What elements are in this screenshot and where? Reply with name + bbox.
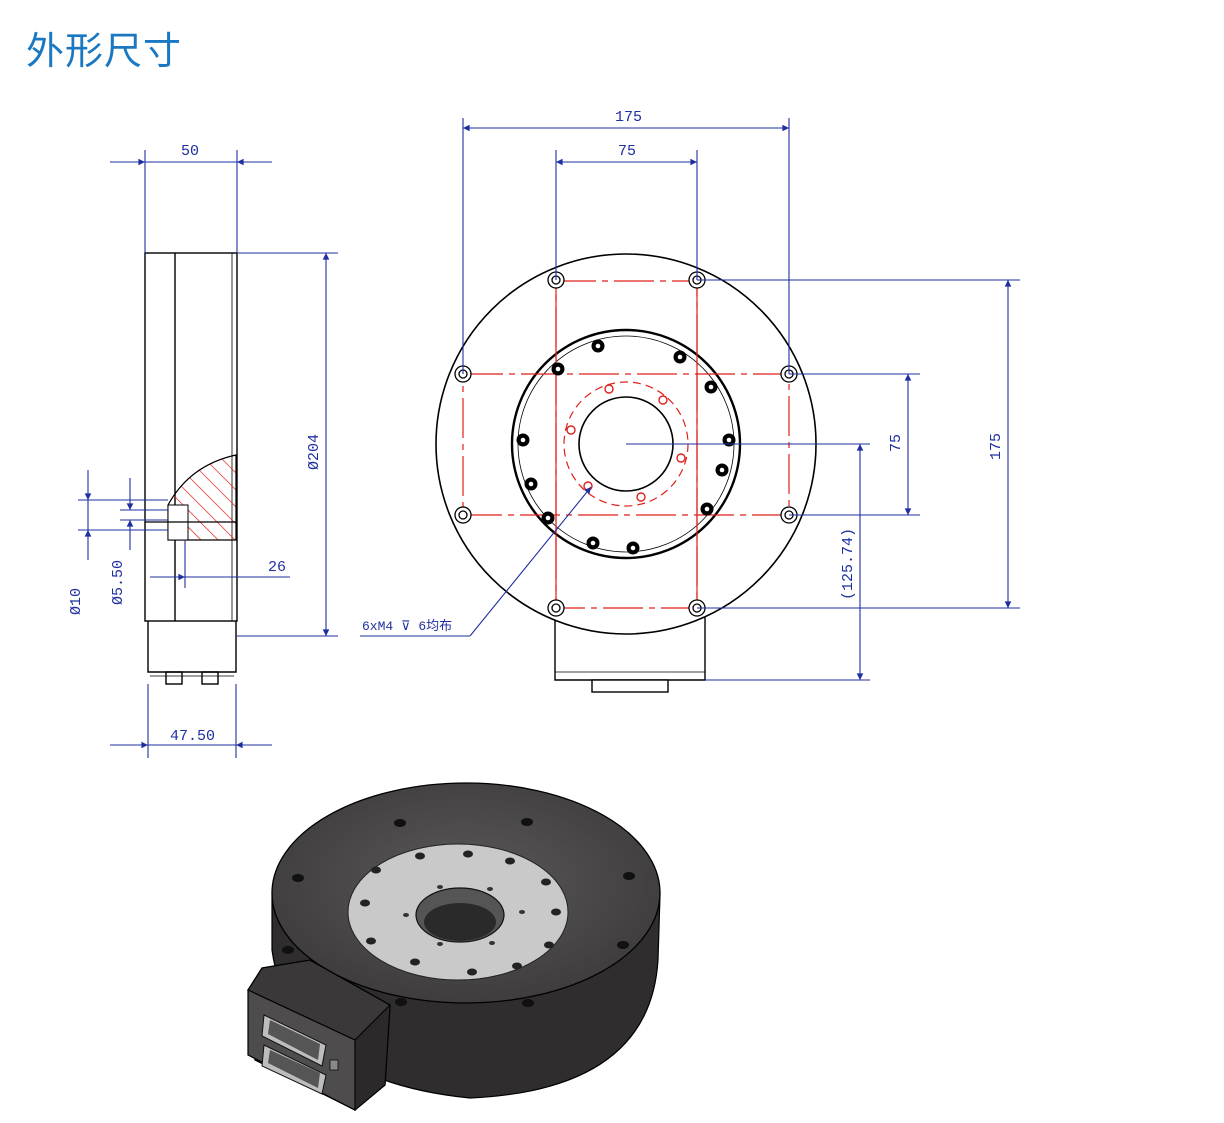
dim-vertical-outer: 175 [988,433,1005,460]
dim-width-bottom: 47.50 [170,728,215,745]
dim-span-outer: 175 [615,109,642,126]
dim-offset: 26 [268,559,286,576]
side-body-outline [144,252,238,622]
front-view: 175 75 175 75 (125.74) 6xM4 ⊽ 6均布 [360,109,1020,693]
page-title: 外形尺寸 [26,29,183,73]
dim-center-to-bottom: (125.74) [840,528,857,600]
dim-span-inner: 75 [618,143,636,160]
dim-diameter: Ø204 [306,434,323,470]
m4-holes [566,384,686,502]
inner-holes-centers [520,343,732,551]
dim-hole-inner: Ø5.50 [110,560,127,605]
motor-3d-render [247,782,661,1112]
dim-vertical-inner: 75 [888,434,905,452]
side-view: 50 47.50 Ø204 Ø10 Ø5.50 26 [68,143,338,758]
dim-hole-outer: Ø10 [68,588,85,615]
dim-width-top: 50 [181,143,199,160]
side-connector-block [147,621,237,673]
hole-callout: 6xM4 ⊽ 6均布 [362,619,452,634]
iso-db-connectors [261,1014,327,1095]
